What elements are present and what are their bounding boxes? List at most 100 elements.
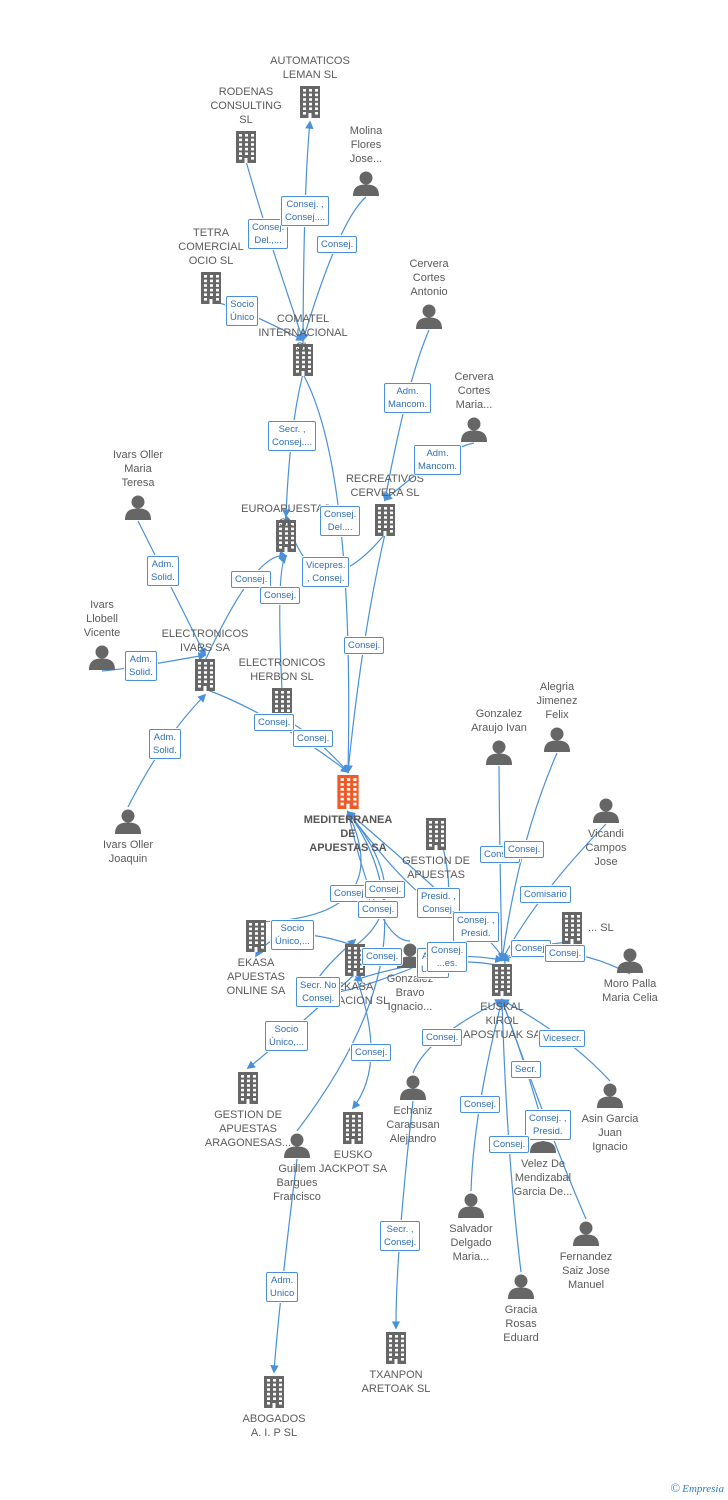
edge-label-cervera-maria-to-recreativos[interactable]: Adm. Mancom.	[414, 445, 462, 475]
node-label: Asin Garcia Juan Ignacio	[581, 1113, 639, 1153]
edge-label-electronicos-herbon-to-mediterranea[interactable]: Consej.	[293, 730, 334, 747]
edge-label-ekasa-online-to-mediterranea[interactable]: Consej.	[330, 885, 371, 902]
edge-label-comatel-to-automaticos[interactable]: Consej. , Consej....	[281, 196, 330, 226]
person-icon	[124, 494, 152, 524]
node-label: TXANPON ARETOAK SL	[361, 1369, 431, 1395]
node-label: ... SL	[588, 922, 614, 934]
edge-label-guillem-to-abogados[interactable]: Adm. Unico	[266, 1272, 299, 1302]
node-label: EUSKAL KIROL APOSTUAK SA	[463, 1001, 541, 1041]
edge-label-comatel-to-euroapuestas[interactable]: Secr. , Consej....	[268, 421, 317, 451]
node-label: Molina Flores Jose...	[349, 125, 383, 165]
person-icon	[352, 170, 380, 200]
edge-label-ekasa-to-gestion-aragonesas[interactable]: Socio Único,...	[265, 1021, 308, 1051]
edge-label-ivars-joaquin-to-electronicos-ivars[interactable]: Adm. Solid.	[149, 729, 181, 759]
person-icon	[485, 739, 513, 769]
building-icon	[373, 504, 397, 540]
node-label: Fernandez Saiz Jose Manuel	[559, 1251, 613, 1291]
edge-label-ekasa-to-ekasa-online[interactable]: Socio Único,...	[271, 920, 314, 950]
person-icon	[596, 1082, 624, 1112]
edge-label-ekasa-to-eusko-jackpot[interactable]: Consej.	[351, 1044, 392, 1061]
node-label: AUTOMATICOS LEMAN SL	[270, 55, 350, 81]
edge-gonzalez-araujo-to-euskal-kirol	[497, 765, 507, 962]
building-icon	[270, 688, 294, 724]
edge-label-ivars-llobell-to-electronicos-ivars[interactable]: Adm. Solid.	[125, 651, 157, 681]
node-label: Vicandi Campos Jose	[585, 828, 627, 868]
person-icon	[457, 1192, 485, 1222]
edge-label-guillem-to-mediterranea[interactable]: Consej.	[362, 948, 403, 965]
person-icon	[415, 303, 443, 333]
edge-label-gracia-to-euskal-kirol[interactable]: Consej.	[489, 1136, 530, 1153]
edge-label-recreativos-to-euroapuestas[interactable]: Vicepres. , Consej.	[302, 557, 350, 587]
edge-label-echaniz-to-euskal-kirol[interactable]: Consej.	[422, 1029, 463, 1046]
person-icon	[507, 1273, 535, 1303]
building-icon	[199, 272, 223, 308]
node-label: GESTION DE APUESTAS ARAGONESAS...	[204, 1109, 292, 1149]
node-label: ELECTRONICOS HERBON SL	[238, 657, 326, 683]
node-label: RECREATIVOS CERVERA SL	[345, 473, 425, 499]
edge-label-tetra-to-comatel[interactable]: Socio Único	[226, 296, 259, 326]
node-label: COMATEL INTERNACIONAL SL	[258, 313, 348, 353]
edge-label-moro-palla-to-euskal-kirol[interactable]: Consej.	[545, 945, 586, 962]
node-label: TETRA COMERCIAL OCIO SL	[178, 227, 244, 267]
edge-label-ivars-maria-to-electronicos-ivars[interactable]: Adm. Solid.	[147, 556, 179, 586]
footer-brand[interactable]: ©Empresia	[670, 1480, 724, 1496]
edge-label-cervera-antonio-to-recreativos[interactable]: Adm. Mancom.	[384, 383, 432, 413]
node-label: Gonzalez Bravo Ignacio...	[386, 973, 434, 1013]
node-label: Ivars Oller Joaquin	[102, 839, 154, 865]
node-label: Gracia Rosas Eduard	[503, 1304, 539, 1344]
edge-label-electronicos-herbon-to-euroapuestas[interactable]: Consej.	[260, 587, 301, 604]
edge-label-gonzalez-bravo-to-mediterranea[interactable]: Consej.	[358, 901, 399, 918]
edge-label-euskal-kirol-to-mediterranea[interactable]: Consej. , Presid.	[453, 912, 499, 942]
node-label: Salvador Delgado Maria...	[449, 1223, 493, 1263]
edge-label-alegria-to-euskal-kirol[interactable]: Consej.	[504, 841, 545, 858]
node-label: Gonzalez Araujo Ivan	[471, 708, 527, 734]
node-label: Cervera Cortes Antonio	[409, 258, 449, 298]
person-icon	[396, 942, 424, 972]
building-icon	[236, 1072, 260, 1108]
node-label: Guillem Bargues Francisco	[273, 1163, 321, 1203]
person-icon	[283, 1132, 311, 1162]
building-icon	[262, 1376, 286, 1412]
node-label: Moro Palla Maria Celia	[602, 978, 658, 1004]
node-label: Velez De Mendizabal Garcia De...	[513, 1158, 573, 1198]
edge-label-gonzalez-bravo-to-euskal-kirol[interactable]: Consej. ...es.	[427, 942, 468, 972]
edge-label-fernandez-to-euskal-kirol[interactable]: Consej. , Presid.	[525, 1110, 571, 1140]
building-icon	[384, 1332, 408, 1368]
copyright-mark: ©	[670, 1480, 681, 1495]
edge-label-recreativos-to-mediterranea[interactable]: Consej.	[344, 637, 385, 654]
node-label: Cervera Cortes Maria...	[454, 371, 494, 411]
edge-label-comatel-to-mediterranea[interactable]: Consej. Del....	[320, 506, 361, 536]
building-icon	[424, 818, 448, 854]
node-label: GESTION DE APUESTAS ...	[402, 855, 470, 895]
edge-label-gestion-apuestas-to-mediterranea[interactable]: Presid. , Consej.	[417, 888, 460, 918]
edge-label-echaniz-to-txanpon[interactable]: Secr. , Consej.	[380, 1221, 421, 1251]
edge-label-asin-garcia-to-euskal-kirol[interactable]: Vicesecr.	[539, 1030, 586, 1047]
building-icon	[343, 944, 367, 980]
node-label: EKASA APUESTAS ONLINE SA	[226, 957, 286, 997]
person-icon	[399, 1074, 427, 1104]
person-icon	[543, 726, 571, 756]
node-label: Ivars Llobell Vicente	[83, 599, 121, 639]
edge-label-ekasa-to-mediterranea[interactable]: Consej.	[365, 881, 406, 898]
edge-label-electronicos-ivars-to-euroapuestas[interactable]: Consej.	[231, 571, 272, 588]
building-icon	[274, 520, 298, 556]
node-label: RODENAS CONSULTING SL	[210, 86, 282, 126]
node-label: ELECTRONICOS IVARS SA	[161, 628, 249, 654]
edge-label-velez-to-euskal-kirol[interactable]: Secr.	[511, 1061, 541, 1078]
person-icon	[592, 797, 620, 827]
node-label: EUSKO JACKPOT SA	[318, 1149, 388, 1175]
edge-label-molina-to-comatel[interactable]: Consej.	[317, 236, 358, 253]
edge-label-gonzalez-bravo-to-ekasa[interactable]: Secr. No Consej.	[296, 977, 341, 1007]
building-icon	[341, 1112, 365, 1148]
person-icon	[616, 947, 644, 977]
building-icon	[298, 86, 322, 122]
edge-label-electronicos-ivars-to-mediterranea[interactable]: Consej.	[254, 714, 295, 731]
building-icon	[560, 912, 584, 948]
person-icon	[114, 808, 142, 838]
node-label: EUROAPUESTAS SL	[241, 503, 331, 529]
node-label: ABOGADOS A. I. P SL	[242, 1413, 306, 1439]
edge-label-vicandi-to-euskal-kirol[interactable]: Comisario	[520, 886, 571, 903]
node-label: Alegria Jimenez Felix	[536, 681, 578, 721]
edge-label-salvador-to-euskal-kirol[interactable]: Consej.	[460, 1096, 501, 1113]
